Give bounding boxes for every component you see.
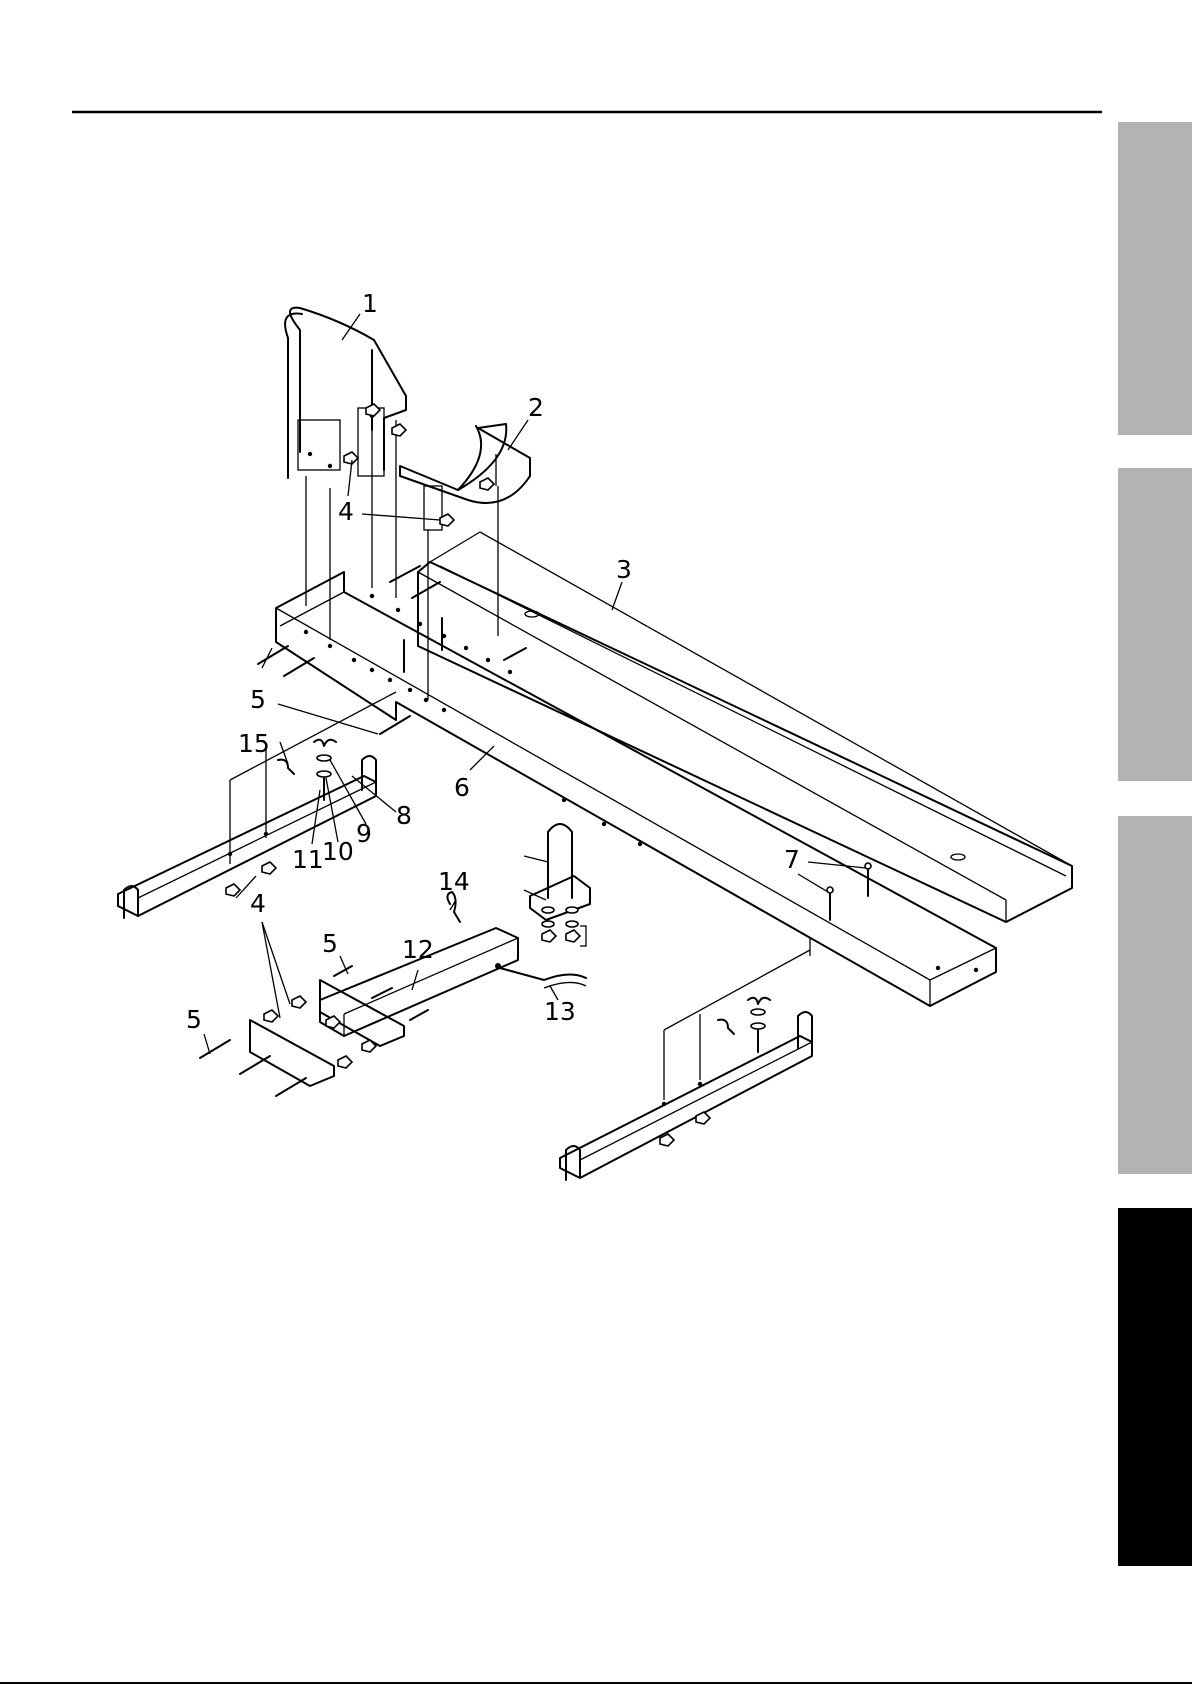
callout-5-bottom: 5 <box>186 1005 202 1034</box>
crossbar-left <box>118 740 376 918</box>
callout-11: 11 <box>292 845 324 874</box>
crossbar-right <box>560 998 812 1180</box>
side-tab-1[interactable] <box>1118 122 1192 435</box>
side-tab-2[interactable] <box>1118 468 1192 781</box>
callout-10: 10 <box>322 837 354 866</box>
callout-15: 15 <box>238 729 270 758</box>
callout-5-mid: 5 <box>322 929 338 958</box>
callout-1: 1 <box>362 289 378 318</box>
callout-4-top: 4 <box>338 497 354 526</box>
seat <box>400 424 530 530</box>
seat-back <box>285 308 406 478</box>
callout-3: 3 <box>616 555 632 584</box>
main-frame <box>276 572 996 1006</box>
callout-13: 13 <box>544 997 576 1026</box>
hitch-tube <box>200 824 590 1096</box>
callout-7: 7 <box>784 845 800 874</box>
callout-6: 6 <box>454 773 470 802</box>
callout-12: 12 <box>402 935 434 964</box>
side-tab-4-active[interactable] <box>1118 1208 1192 1566</box>
side-tab-3[interactable] <box>1118 816 1192 1174</box>
rail-channel <box>418 532 1072 922</box>
callout-labels: 1 2 3 4 5 15 6 8 9 10 11 4 5 12 5 14 13 … <box>186 289 800 1034</box>
callout-14: 14 <box>438 867 470 896</box>
callout-8: 8 <box>396 801 412 830</box>
callout-5-left: 5 <box>250 685 266 714</box>
callout-4-left: 4 <box>250 889 266 918</box>
callout-9: 9 <box>356 819 372 848</box>
callout-leaders <box>204 314 866 1054</box>
callout-2: 2 <box>528 393 544 422</box>
